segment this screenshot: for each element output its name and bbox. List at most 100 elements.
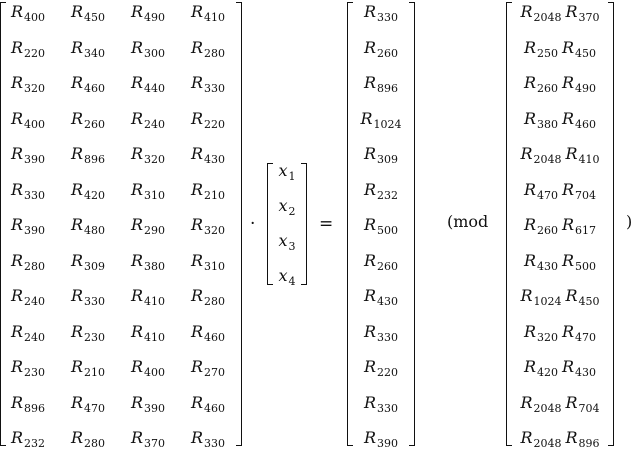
subscript: 490 (575, 82, 597, 95)
variable-symbol: R (71, 108, 84, 128)
subscript: 260 (537, 82, 558, 95)
entry-symbol: R280 (71, 428, 105, 450)
entry-symbol: R330 (11, 180, 45, 202)
entry-symbol: R330 (364, 322, 398, 344)
vector-entry: R330 (364, 320, 398, 344)
variable-symbol: R (11, 286, 24, 305)
matrix-entry: R320 (11, 71, 45, 95)
subscript: 250 (537, 46, 558, 60)
subscript: 500 (377, 224, 399, 237)
subscript: 340 (84, 46, 106, 60)
variable-symbol: R (11, 392, 24, 412)
entry-symbol: R460 (191, 322, 225, 344)
subscript: 450 (575, 46, 597, 60)
vector-entry: R309 (364, 142, 398, 166)
variable-symbol: R (131, 144, 144, 163)
subscript: 380 (144, 259, 166, 273)
entry-symbol: R896 (11, 392, 45, 415)
modulus-entry: R 470 R704 (524, 178, 596, 202)
entry-symbol: R896 (364, 73, 398, 95)
subscript: 480 (84, 224, 106, 237)
subscript: 400 (24, 11, 46, 24)
variable-symbol: R (71, 215, 84, 234)
subscript: 1024 (533, 295, 562, 308)
variable-symbol: R (520, 392, 533, 412)
subscript: 460 (84, 82, 106, 95)
variable-symbol: R (11, 250, 24, 270)
entry-symbol: R400 (11, 109, 45, 131)
entry-symbol: R330 (364, 2, 398, 24)
variable-symbol: R (562, 179, 575, 199)
equals-sign: = (319, 214, 334, 234)
subscript: 4 (288, 275, 296, 288)
entry-symbol: R309 (71, 251, 105, 273)
matrix-entry: R410 (131, 284, 165, 308)
matrix-entry: R230 (11, 355, 45, 379)
entry-symbol: R1024 (360, 108, 401, 131)
entry-symbol: R420 (524, 357, 558, 379)
variable-symbol: R (131, 108, 144, 128)
subscript: 470 (537, 188, 558, 202)
matrix-entry: R430 (191, 142, 225, 166)
right-bracket (236, 2, 242, 446)
variable-symbol: R (562, 37, 575, 57)
variable-symbol: R (131, 215, 144, 234)
variable-symbol: R (71, 2, 84, 21)
right-bracket (608, 2, 614, 446)
left-bracket (267, 163, 273, 285)
variable-symbol: R (562, 250, 575, 270)
variable-symbol: R (520, 428, 533, 447)
entry-symbol: R460 (71, 73, 106, 95)
variable-symbol: R (360, 108, 373, 128)
subscript: 230 (84, 330, 106, 344)
matrix-entry: R390 (131, 391, 165, 415)
matrix-entry: R400 (11, 0, 45, 24)
matrix-entry: R410 (191, 0, 225, 24)
variable-symbol: R (131, 321, 144, 341)
matrix-entry: R210 (191, 178, 225, 202)
multiply-dot: · (250, 214, 256, 234)
matrix-entry: R232 (11, 426, 45, 450)
entry-symbol: R2048 (520, 392, 561, 415)
variable-symbol: R (191, 250, 204, 270)
matrix-entry: R470 (71, 391, 105, 415)
subscript: 410 (204, 11, 226, 24)
entry-symbol: R240 (131, 108, 165, 131)
entry-symbol: R380 (131, 251, 166, 273)
variable-symbol: R (71, 392, 84, 412)
entry-symbol: R390 (11, 144, 45, 166)
entry-symbol: R450 (566, 286, 600, 308)
entry-symbol: R704 (562, 179, 596, 202)
variable-symbol: R (565, 392, 578, 412)
variable-symbol: R (11, 2, 24, 21)
variable-symbol: R (191, 37, 204, 57)
matrix-entry: R400 (131, 355, 165, 379)
variable-symbol: R (363, 37, 377, 57)
variable-symbol: R (191, 428, 204, 447)
matrix-entry: R220 (11, 36, 45, 60)
matrix-entry: R300 (131, 36, 165, 60)
entry-symbol: R250 (524, 38, 558, 60)
variable-symbol: R (71, 321, 84, 341)
variable-symbol: R (363, 215, 377, 234)
variable-symbol: R (11, 428, 24, 447)
variable-symbol: R (520, 144, 533, 163)
variable-symbol: R (131, 428, 144, 447)
vector-entry: R390 (364, 426, 398, 450)
subscript: 450 (84, 11, 106, 24)
vector-entry: R1024 (360, 107, 401, 131)
entry-symbol: R310 (191, 250, 225, 273)
variable-symbol: R (131, 179, 144, 199)
matrix-entry: R420 (71, 178, 105, 202)
vector-entry: R220 (364, 355, 398, 379)
entry-symbol: x3 (278, 231, 295, 253)
variable-symbol: R (71, 286, 84, 305)
subscript: 220 (377, 366, 399, 379)
subscript: 410 (578, 153, 600, 166)
matrix-entry: R460 (71, 71, 105, 95)
variable-symbol: R (131, 2, 144, 21)
